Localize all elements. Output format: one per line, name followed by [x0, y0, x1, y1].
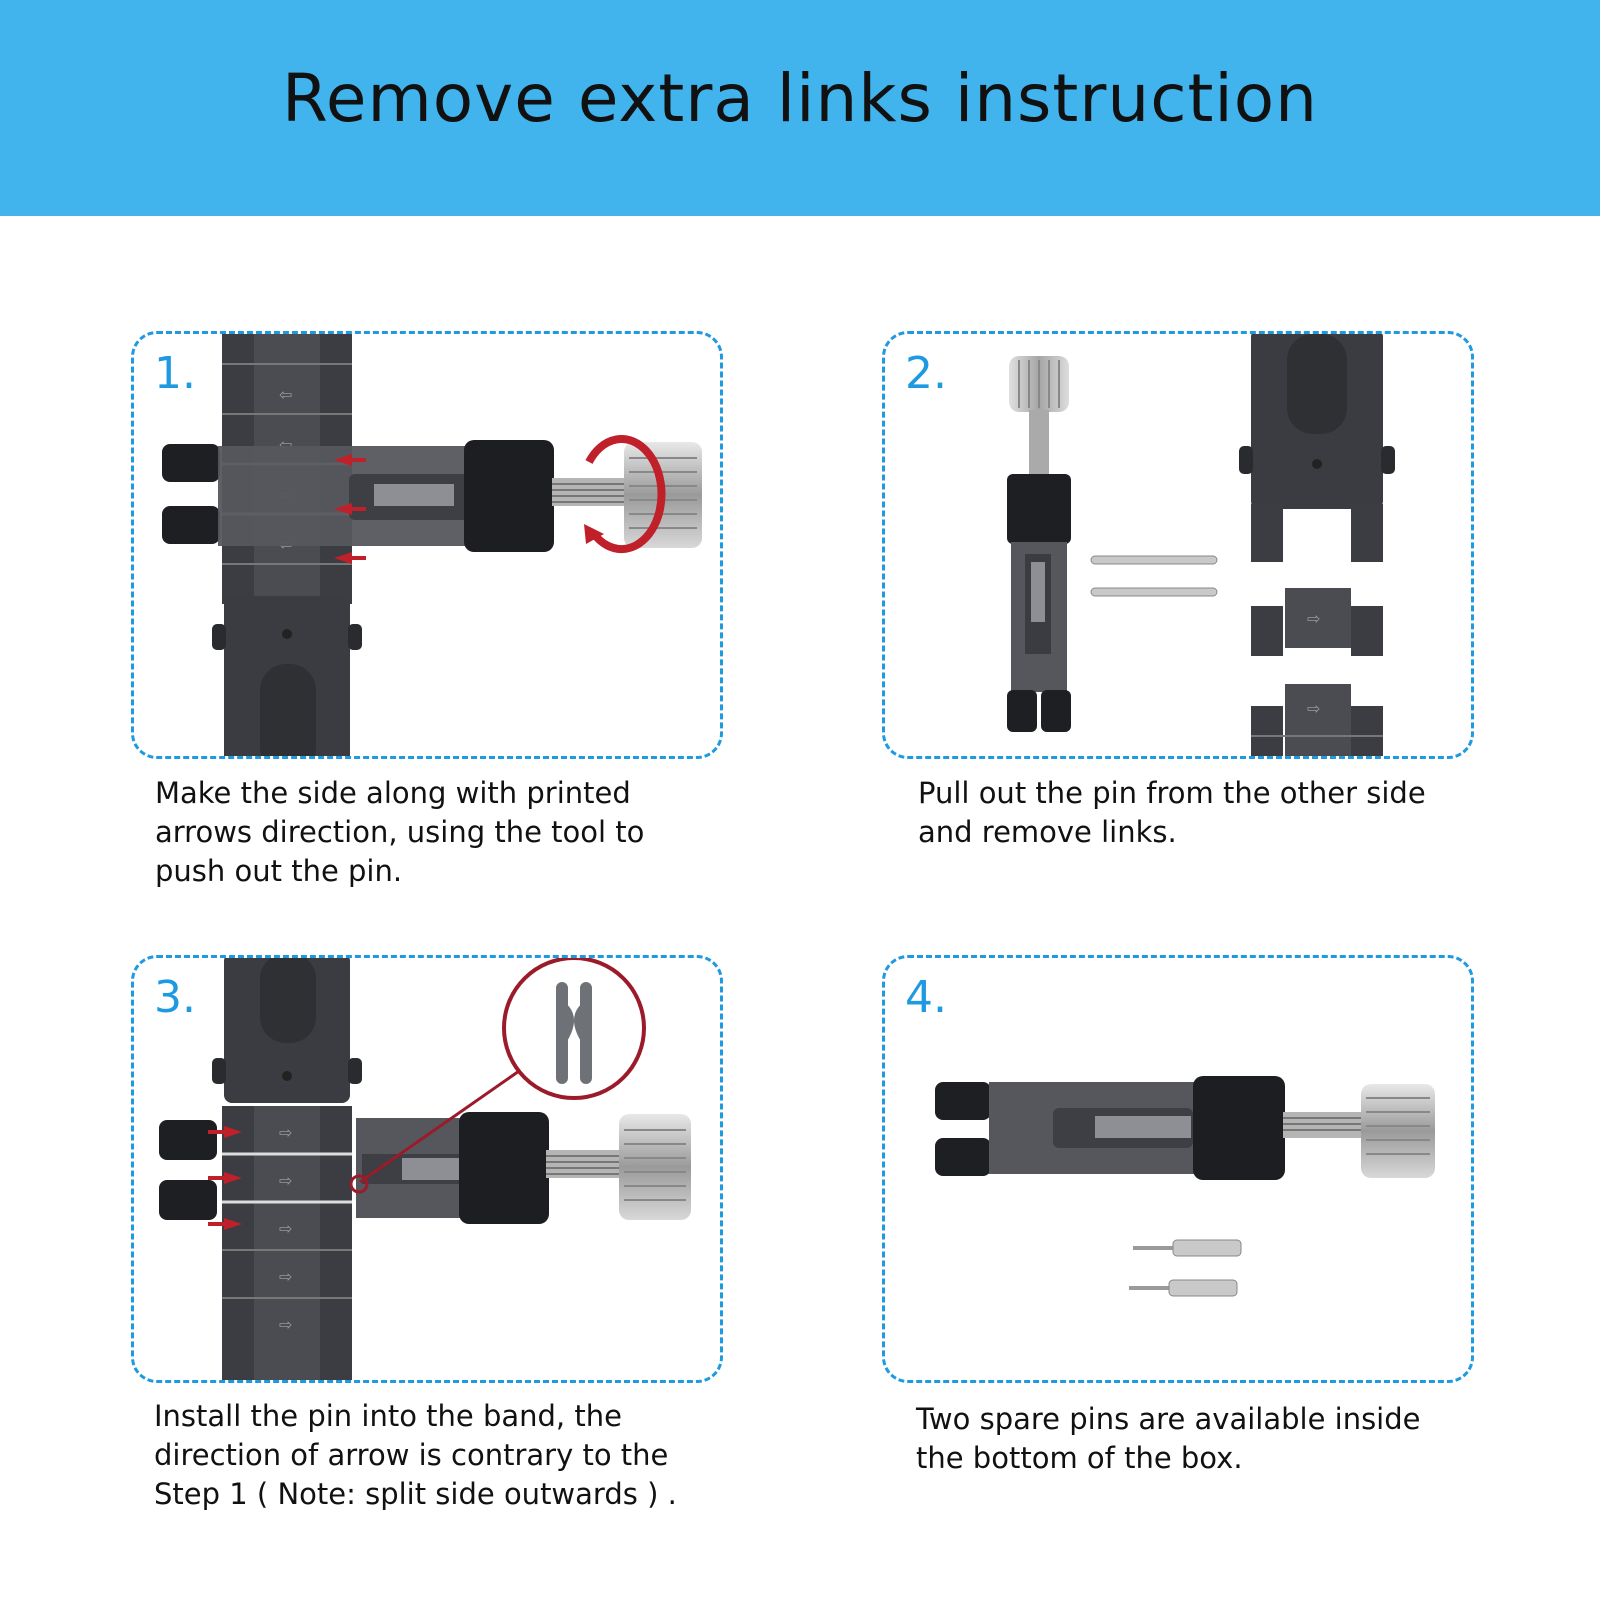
- step-3-illustration: ⇨ ⇨ ⇨ ⇨ ⇨: [159, 958, 691, 1380]
- svg-text:⇨: ⇨: [279, 1267, 292, 1286]
- step-4-number: 4.: [905, 972, 947, 1023]
- rotate-arrowhead-icon: [584, 524, 604, 544]
- svg-text:⇨: ⇨: [279, 1171, 292, 1190]
- step-3-panel: 3. ⇨ ⇨ ⇨ ⇨ ⇨: [131, 955, 723, 1383]
- link-removal-tool: [159, 1112, 691, 1224]
- step-2-illustration: ⇨ ⇨: [1007, 334, 1395, 756]
- step-3-number: 3.: [154, 972, 196, 1023]
- rotate-arrow-icon: [585, 435, 666, 554]
- removed-link: ⇨: [1251, 588, 1383, 656]
- step-4-panel: 4.: [882, 955, 1474, 1383]
- step-1-illustration: ⇦ ⇦ ⇦ ⇦: [162, 334, 702, 756]
- step-4-illustration: [935, 1076, 1435, 1297]
- link-removal-tool: [162, 440, 702, 552]
- svg-text:⇨: ⇨: [1307, 699, 1320, 718]
- insert-direction-arrows: [208, 1126, 242, 1230]
- removed-pins: [1090, 555, 1218, 597]
- watch-band: ⇨ ⇨ ⇨ ⇨ ⇨: [222, 1106, 352, 1380]
- step-2-panel: 2.: [882, 331, 1474, 759]
- link-removal-tool: [1007, 356, 1071, 732]
- link-removal-tool: [935, 1076, 1435, 1180]
- svg-text:⇨: ⇨: [279, 1123, 292, 1142]
- svg-text:⇨: ⇨: [1307, 609, 1320, 628]
- step-2-caption: Pull out the pin from the other side and…: [918, 776, 1426, 849]
- step-1-number: 1.: [154, 348, 196, 399]
- spare-pins: [1129, 1239, 1242, 1297]
- band-clasp: [212, 596, 362, 756]
- band-clasp: [1239, 334, 1395, 562]
- removed-link: ⇨: [1251, 684, 1383, 756]
- header-banner: Remove extra links instruction: [0, 0, 1600, 216]
- step-1-caption: Make the side along with printed arrows …: [155, 776, 645, 888]
- band-clasp: [212, 958, 362, 1103]
- step-1-panel: 1. ⇦ ⇦ ⇦ ⇦: [131, 331, 723, 759]
- pin-detail-callout: [349, 958, 646, 1194]
- svg-text:⇦: ⇦: [279, 385, 292, 404]
- svg-text:⇨: ⇨: [279, 1315, 292, 1334]
- push-direction-arrows: [334, 454, 366, 564]
- step-2-number: 2.: [905, 348, 947, 399]
- step-3-caption: Install the pin into the band, the direc…: [154, 1399, 677, 1511]
- page-title: Remove extra links instruction: [282, 60, 1318, 137]
- step-4-caption: Two spare pins are available inside the …: [916, 1402, 1421, 1475]
- svg-text:⇨: ⇨: [279, 1219, 292, 1238]
